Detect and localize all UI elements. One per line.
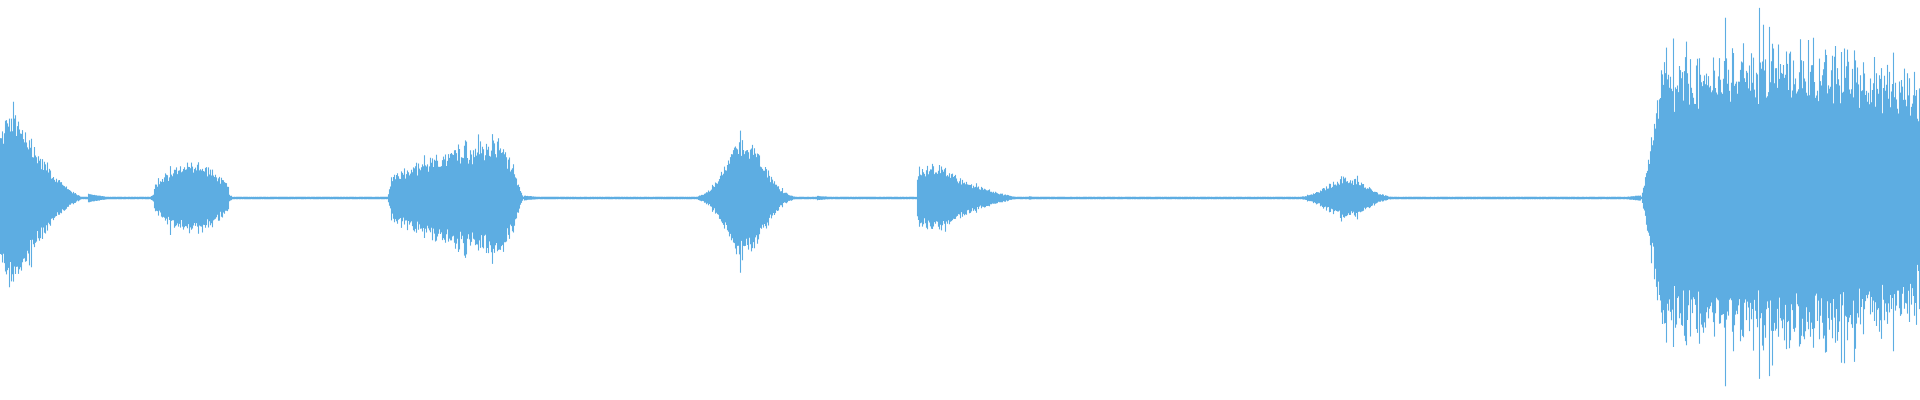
waveform-bursts (0, 7, 1920, 387)
waveform-samples (0, 7, 1920, 387)
